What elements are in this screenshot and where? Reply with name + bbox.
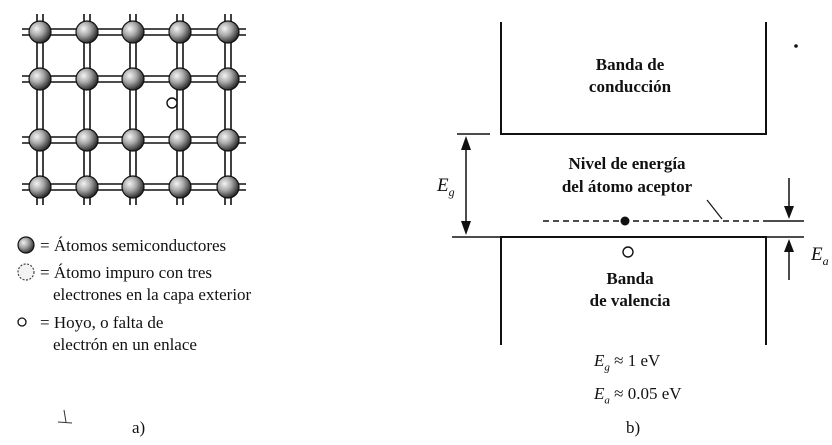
ea-symbol-letter: E: [811, 244, 823, 265]
eg-arrow-up: [461, 136, 471, 150]
semiconductor-atom: [168, 175, 192, 199]
valence-hole: [622, 246, 634, 258]
semiconductor-atom: [28, 20, 52, 44]
ea-eq-sub: a: [604, 394, 610, 407]
semiconductor-atom: [216, 175, 240, 199]
ea-eq-letter: E: [594, 384, 605, 403]
eg-symbol-sub: g: [448, 184, 455, 199]
eg-arrow-down: [461, 221, 471, 235]
semiconductor-atom: [75, 175, 99, 199]
ea-arrow-down: [784, 206, 794, 219]
legend-impurity-text-1: = Átomo impuro con tres: [40, 263, 213, 282]
conduction-band-label-1: Banda de: [595, 55, 665, 74]
legend-semiconductor-text: = Átomos semiconductores: [40, 236, 227, 255]
eg-eq-sub: g: [604, 361, 610, 374]
eg-value: ≈ 1 eV: [614, 351, 661, 370]
semiconductor-atom: [121, 20, 145, 44]
panel-b-label: b): [626, 418, 641, 437]
conduction-band-outline: [500, 22, 767, 135]
hole-legend-icon: [17, 317, 27, 327]
semiconductor-atom: [216, 128, 240, 152]
acceptor-electron: [620, 216, 630, 226]
panel-a-label: a): [132, 418, 146, 437]
stray-dot: [794, 44, 798, 48]
semiconductor-atom: [75, 67, 99, 91]
acceptor-level-label-1: Nivel de energía: [568, 154, 686, 173]
semiconductor-atom: [168, 67, 192, 91]
semiconductor-atom: [121, 67, 145, 91]
legend-hole-text-1: = Hoyo, o falta de: [40, 313, 164, 332]
semiconductor-atom: [121, 128, 145, 152]
valence-band-outline: [500, 236, 767, 345]
legend-impurity-text-2: electrones en la capa exterior: [53, 285, 252, 304]
eg-equation: Eg ≈ 1 eV: [594, 351, 660, 373]
semiconductor-atom: [168, 128, 192, 152]
impurity-atom-icon: [17, 263, 35, 281]
valence-band-label-1: Banda: [606, 269, 654, 288]
semiconductor-atom-icon: [17, 236, 35, 254]
acceptor-level-label-2: del átomo aceptor: [561, 177, 693, 196]
ea-value: ≈ 0.05 eV: [614, 384, 682, 403]
stray-mark-icon: [57, 409, 73, 424]
semiconductor-atom: [75, 128, 99, 152]
lattice-hole: [166, 97, 178, 109]
valence-band-label-2: de valencia: [589, 291, 671, 310]
crystal-lattice: [22, 14, 246, 205]
ea-symbol: Ea: [811, 244, 832, 269]
semiconductor-atom: [121, 175, 145, 199]
semiconductor-atom: [216, 20, 240, 44]
semiconductor-atom: [28, 175, 52, 199]
legend-hole-text-2: electrón en un enlace: [53, 335, 197, 354]
semiconductor-atom: [75, 20, 99, 44]
eg-symbol-letter: E: [437, 175, 449, 196]
eg-eq-letter: E: [594, 351, 605, 370]
ea-equation: Ea ≈ 0.05 eV: [594, 384, 682, 406]
acceptor-label-leader: [706, 199, 723, 220]
eg-symbol: Eg: [437, 175, 455, 200]
semiconductor-atom: [168, 20, 192, 44]
ea-symbol-sub: a: [822, 253, 829, 268]
conduction-band-label-2: conducción: [588, 77, 672, 96]
ea-arrow-up: [784, 239, 794, 252]
semiconductor-atom: [28, 128, 52, 152]
semiconductor-atom: [28, 67, 52, 91]
semiconductor-atom: [216, 67, 240, 91]
